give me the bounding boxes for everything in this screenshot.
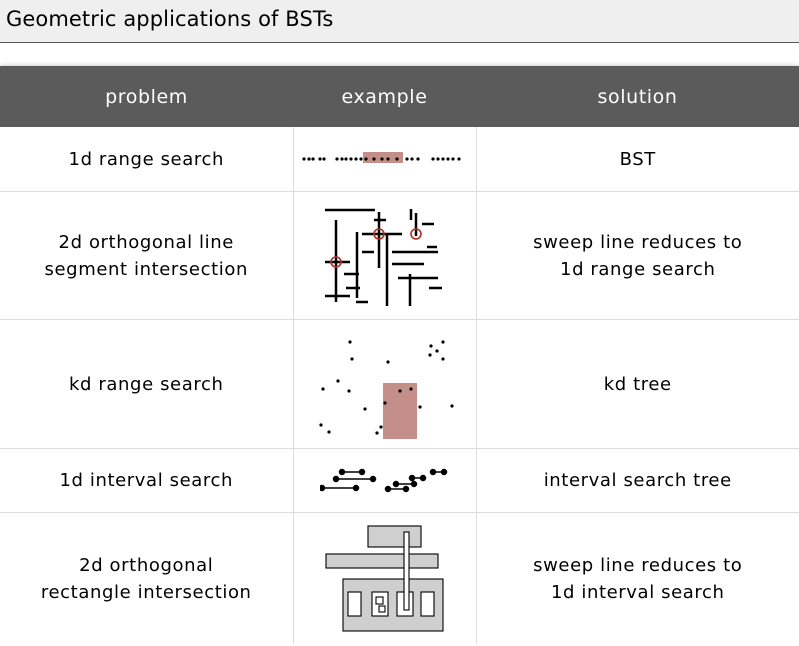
kd-points [318,340,454,435]
solution-text: interval search tree [543,470,732,491]
interval-diagram [319,468,447,492]
range-highlight [362,152,403,163]
column-header-problem: problem [0,66,293,127]
orthogonal-segments [324,208,442,306]
problem-cell: kd range search [0,319,293,449]
table-row: 2d orthogonal line segment intersection [0,191,799,320]
solution-text: BST [619,148,656,170]
solution-text-line-2: 1d range search [560,258,716,280]
example-segment-intersection [292,191,476,320]
example-kd-range-search [292,319,476,449]
solution-text: kd tree [603,373,672,395]
problem-cell: 1d range search [0,127,293,192]
rectangles [324,524,444,632]
kd-range-diagram [318,340,454,439]
problem-cell: 2d orthogonal line segment intersection [0,191,293,320]
example-1d-range-search [292,127,476,192]
problem-cell: 1d interval search [0,448,293,513]
table-row: 1d interval search interval searc [0,448,799,513]
slide-header: Geometric applications of BSTs [0,0,799,43]
intersection-markers [329,227,422,268]
solution-cell: interval search tree [475,448,799,513]
problem-text-line-2: rectangle intersection [40,581,252,603]
column-header-example: example [293,66,476,127]
bst-applications-table: problem example solution 1d range search [0,66,799,644]
problem-text: 1d range search [68,148,224,170]
table-row: 1d range search [0,127,799,192]
example-rectangle-intersection [292,512,476,644]
problem-text-line-2: segment intersection [44,258,248,280]
solution-cell: BST [475,127,799,192]
segment-intersection-diagram [324,208,442,306]
bst-applications-table-wrapper: problem example solution 1d range search [0,66,799,646]
rectangle-intersection-diagram [324,524,444,632]
solution-cell: sweep line reduces to 1d range search [475,191,799,320]
table-row: kd range search [0,319,799,449]
problem-text: kd range search [69,373,224,395]
example-interval-search [292,448,476,513]
slide-title: Geometric applications of BSTs [6,7,334,31]
range-points [301,157,461,161]
problem-text-line-1: 2d orthogonal [79,554,214,576]
problem-text-line-1: 2d orthogonal line [58,231,234,253]
problem-cell: 2d orthogonal rectangle intersection [0,513,293,645]
solution-cell: kd tree [475,319,799,449]
solution-text-line-1: sweep line reduces to [533,231,743,253]
solution-cell: sweep line reduces to 1d interval search [475,512,799,644]
table-row: 2d orthogonal rectangle intersection [0,512,799,645]
range-search-diagram [301,152,461,163]
solution-text-line-2: 1d interval search [550,581,725,603]
solution-text-line-1: sweep line reduces to [533,554,743,576]
problem-text: 1d interval search [59,470,234,491]
table-header-row: problem example solution [0,66,799,127]
column-header-solution: solution [476,66,799,127]
intervals [319,468,447,492]
